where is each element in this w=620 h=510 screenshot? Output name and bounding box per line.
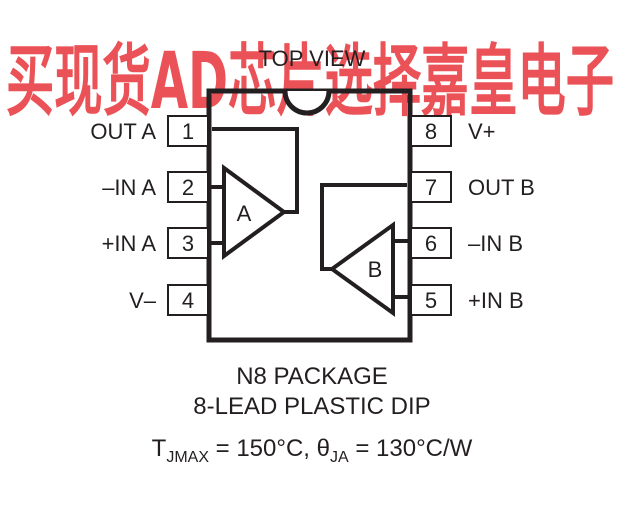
package-description: 8-LEAD PLASTIC DIP [193,393,430,420]
pin-1-label: OUT A [90,119,156,144]
pin-3-number: 3 [182,231,194,256]
theta-value: = 130°C/W [349,435,473,462]
tjmax-value: = 150°C, [209,435,317,462]
pin-8-box [410,115,452,147]
pin-2-number: 2 [182,175,194,200]
pin-6-box [410,227,452,259]
ic-package-body [206,88,413,343]
pin-5-number: 5 [425,288,437,313]
pin-6-label: –IN B [468,231,523,256]
pin-7-label: OUT B [468,175,535,200]
pin-6-number: 6 [425,231,437,256]
pin-2-label: –IN A [102,175,156,200]
top-view-title: TOP VIEW [259,46,366,71]
pin-2-box [167,171,209,203]
left-pins [167,115,209,316]
pin-8-label: V+ [468,119,496,144]
theta-symbol: θ [317,435,330,462]
amp-a-label: A [237,201,252,226]
pin-5-label: +IN B [468,288,524,313]
pin-4-box [167,284,209,316]
right-pins [410,115,452,316]
pin-1-box [167,115,209,147]
pin-5-box [410,284,452,316]
package-name: N8 PACKAGE [236,363,388,390]
theta-subscript: JA [330,449,349,466]
pin-1-number: 1 [182,119,194,144]
pin-3-box [167,227,209,259]
amplifier-b [320,183,408,317]
amplifier-a [211,127,299,260]
pin-7-number: 7 [425,175,437,200]
pin-3-label: +IN A [102,231,157,256]
pin-4-number: 4 [182,288,194,313]
pin-4-label: V– [129,288,157,313]
amp-b-label: B [368,257,383,282]
tjmax-subscript: JMAX [166,449,209,466]
tjmax-symbol: T [152,435,167,462]
pin-7-box [410,171,452,203]
thermal-spec: TJMAX = 150°C, θJA = 130°C/W [152,435,473,466]
pin-8-number: 8 [425,119,437,144]
